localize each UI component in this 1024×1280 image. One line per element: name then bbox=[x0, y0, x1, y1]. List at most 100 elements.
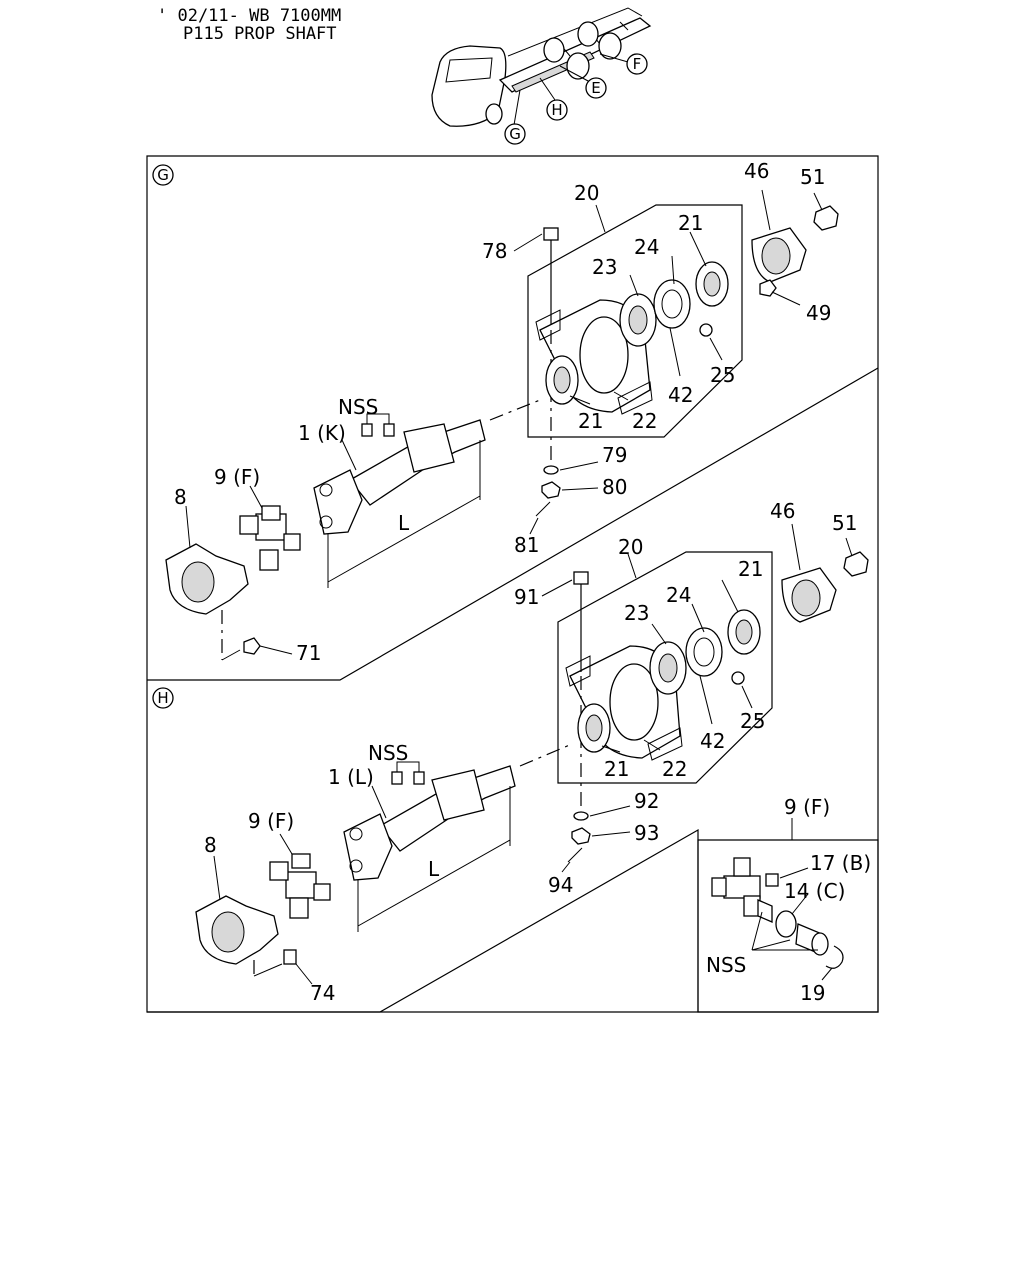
g-dim-line bbox=[327, 495, 481, 583]
h-cushion-24-inner bbox=[693, 637, 715, 667]
h-leader-1l bbox=[371, 785, 387, 819]
detail-leader-14 bbox=[791, 893, 809, 915]
g-nut-80 bbox=[541, 481, 561, 499]
detail-leader-19 bbox=[821, 967, 833, 981]
g-leader-9f bbox=[249, 485, 263, 509]
h-label-21a: 21 bbox=[738, 557, 763, 581]
leader-e bbox=[559, 65, 591, 83]
h-dim-line bbox=[357, 839, 511, 927]
detail-label-17: 17 (B) bbox=[810, 851, 871, 875]
h-label-42: 42 bbox=[700, 729, 725, 753]
g-bearing-group-box bbox=[527, 204, 743, 438]
g-shaft-sleeve bbox=[403, 423, 455, 473]
g-label-49: 49 bbox=[806, 301, 831, 325]
section-g-tag-circle bbox=[152, 164, 174, 186]
h-washer-92 bbox=[573, 811, 589, 821]
g-grease-nipple-25 bbox=[699, 323, 713, 337]
g-label-9f: 9 (F) bbox=[214, 465, 260, 489]
detail-cross-cap-top bbox=[733, 857, 751, 877]
g-bracket-foot-left bbox=[535, 309, 561, 341]
h-ujoint-cap-1 bbox=[269, 861, 289, 881]
g-label-21b: 21 bbox=[578, 409, 603, 433]
g-label-81: 81 bbox=[514, 533, 539, 557]
h-ujoint-cap-3 bbox=[291, 853, 311, 869]
g-label-1k: 1 (K) bbox=[298, 421, 346, 445]
h-label-74: 74 bbox=[310, 981, 335, 1005]
h-label-20: 20 bbox=[618, 535, 643, 559]
g-nss-weight-2 bbox=[383, 423, 395, 437]
g-label-79: 79 bbox=[602, 443, 627, 467]
g-label-23: 23 bbox=[592, 255, 617, 279]
h-leader-74 bbox=[295, 963, 313, 985]
callout-circle-g bbox=[504, 123, 526, 145]
g-leader-42 bbox=[669, 327, 681, 377]
h-yoke-hole-1 bbox=[349, 827, 363, 841]
h-pin-94 bbox=[567, 847, 583, 863]
h-bolt-74-leader bbox=[253, 963, 283, 977]
leader-f bbox=[599, 53, 629, 63]
g-ujoint-cap-1 bbox=[239, 515, 259, 535]
g-nut-71-leader bbox=[221, 649, 241, 661]
detail-snap-ring-19 bbox=[825, 945, 844, 969]
g-nss-bracket bbox=[366, 413, 390, 424]
g-leader-21b bbox=[569, 395, 591, 405]
detail-bearing-cup-end bbox=[811, 932, 829, 956]
g-yoke-hole-1 bbox=[319, 483, 333, 497]
h-ujoint-body bbox=[285, 871, 317, 899]
h-leader-8 bbox=[213, 855, 221, 901]
g-pin-81 bbox=[535, 501, 551, 517]
h-flange-46-bore bbox=[791, 579, 821, 617]
detail-grease-fitting-17 bbox=[765, 873, 779, 887]
rear-wheel-3 bbox=[543, 37, 565, 63]
h-leader-21b bbox=[601, 745, 621, 753]
g-leader-51 bbox=[813, 192, 823, 211]
g-leader-80 bbox=[561, 487, 599, 491]
detail-leader-nss bbox=[751, 911, 818, 951]
h-label-L: L bbox=[428, 857, 440, 881]
g-label-25: 25 bbox=[710, 363, 735, 387]
g-nss-weight-1 bbox=[361, 423, 373, 437]
h-nut-93 bbox=[571, 827, 591, 845]
section-h: H bbox=[152, 499, 869, 1005]
g-shaft-axis bbox=[489, 399, 541, 421]
h-nut-51 bbox=[843, 551, 869, 577]
h-label-1l: 1 (L) bbox=[328, 765, 374, 789]
g-nut-51 bbox=[813, 205, 839, 231]
section-g: G bbox=[152, 159, 839, 665]
callout-e: E bbox=[591, 79, 600, 97]
callout-f: F bbox=[633, 55, 642, 73]
g-leader-46 bbox=[761, 189, 771, 231]
h-shaft-axis bbox=[519, 743, 573, 767]
g-label-46: 46 bbox=[744, 159, 769, 183]
g-leader-78 bbox=[513, 233, 543, 252]
g-cushion-24 bbox=[653, 279, 691, 329]
h-leader-9f bbox=[279, 833, 293, 855]
h-nss-weight-2 bbox=[413, 771, 425, 785]
truck-overview: G H E F bbox=[431, 7, 652, 145]
h-label-23: 23 bbox=[624, 601, 649, 625]
g-label-71: 71 bbox=[296, 641, 321, 665]
g-label-24: 24 bbox=[634, 235, 659, 259]
g-yoke-hole-2 bbox=[319, 515, 333, 529]
section-h-tag: H bbox=[157, 689, 168, 707]
h-bearing-group-box bbox=[557, 551, 773, 784]
g-seal-21-lower-inner bbox=[553, 366, 571, 394]
leader-g bbox=[513, 89, 521, 126]
g-flange-yoke-8-hub bbox=[181, 561, 215, 603]
g-washer-79 bbox=[543, 465, 559, 475]
rear-wheel-2 bbox=[598, 32, 622, 60]
h-leader-21a bbox=[721, 579, 739, 613]
callout-h: H bbox=[551, 101, 562, 119]
h-shaft-sleeve bbox=[431, 769, 485, 821]
h-shaft-yoke bbox=[343, 813, 393, 881]
front-wheel bbox=[485, 103, 503, 125]
h-label-92: 92 bbox=[634, 789, 659, 813]
g-bolt-78-head bbox=[543, 227, 559, 241]
h-bearing-23-inner bbox=[658, 653, 678, 683]
h-label-21b: 21 bbox=[604, 757, 629, 781]
g-label-21a: 21 bbox=[678, 211, 703, 235]
g-label-42: 42 bbox=[668, 383, 693, 407]
g-label-78: 78 bbox=[482, 239, 507, 263]
h-bolt-91-head bbox=[573, 571, 589, 585]
